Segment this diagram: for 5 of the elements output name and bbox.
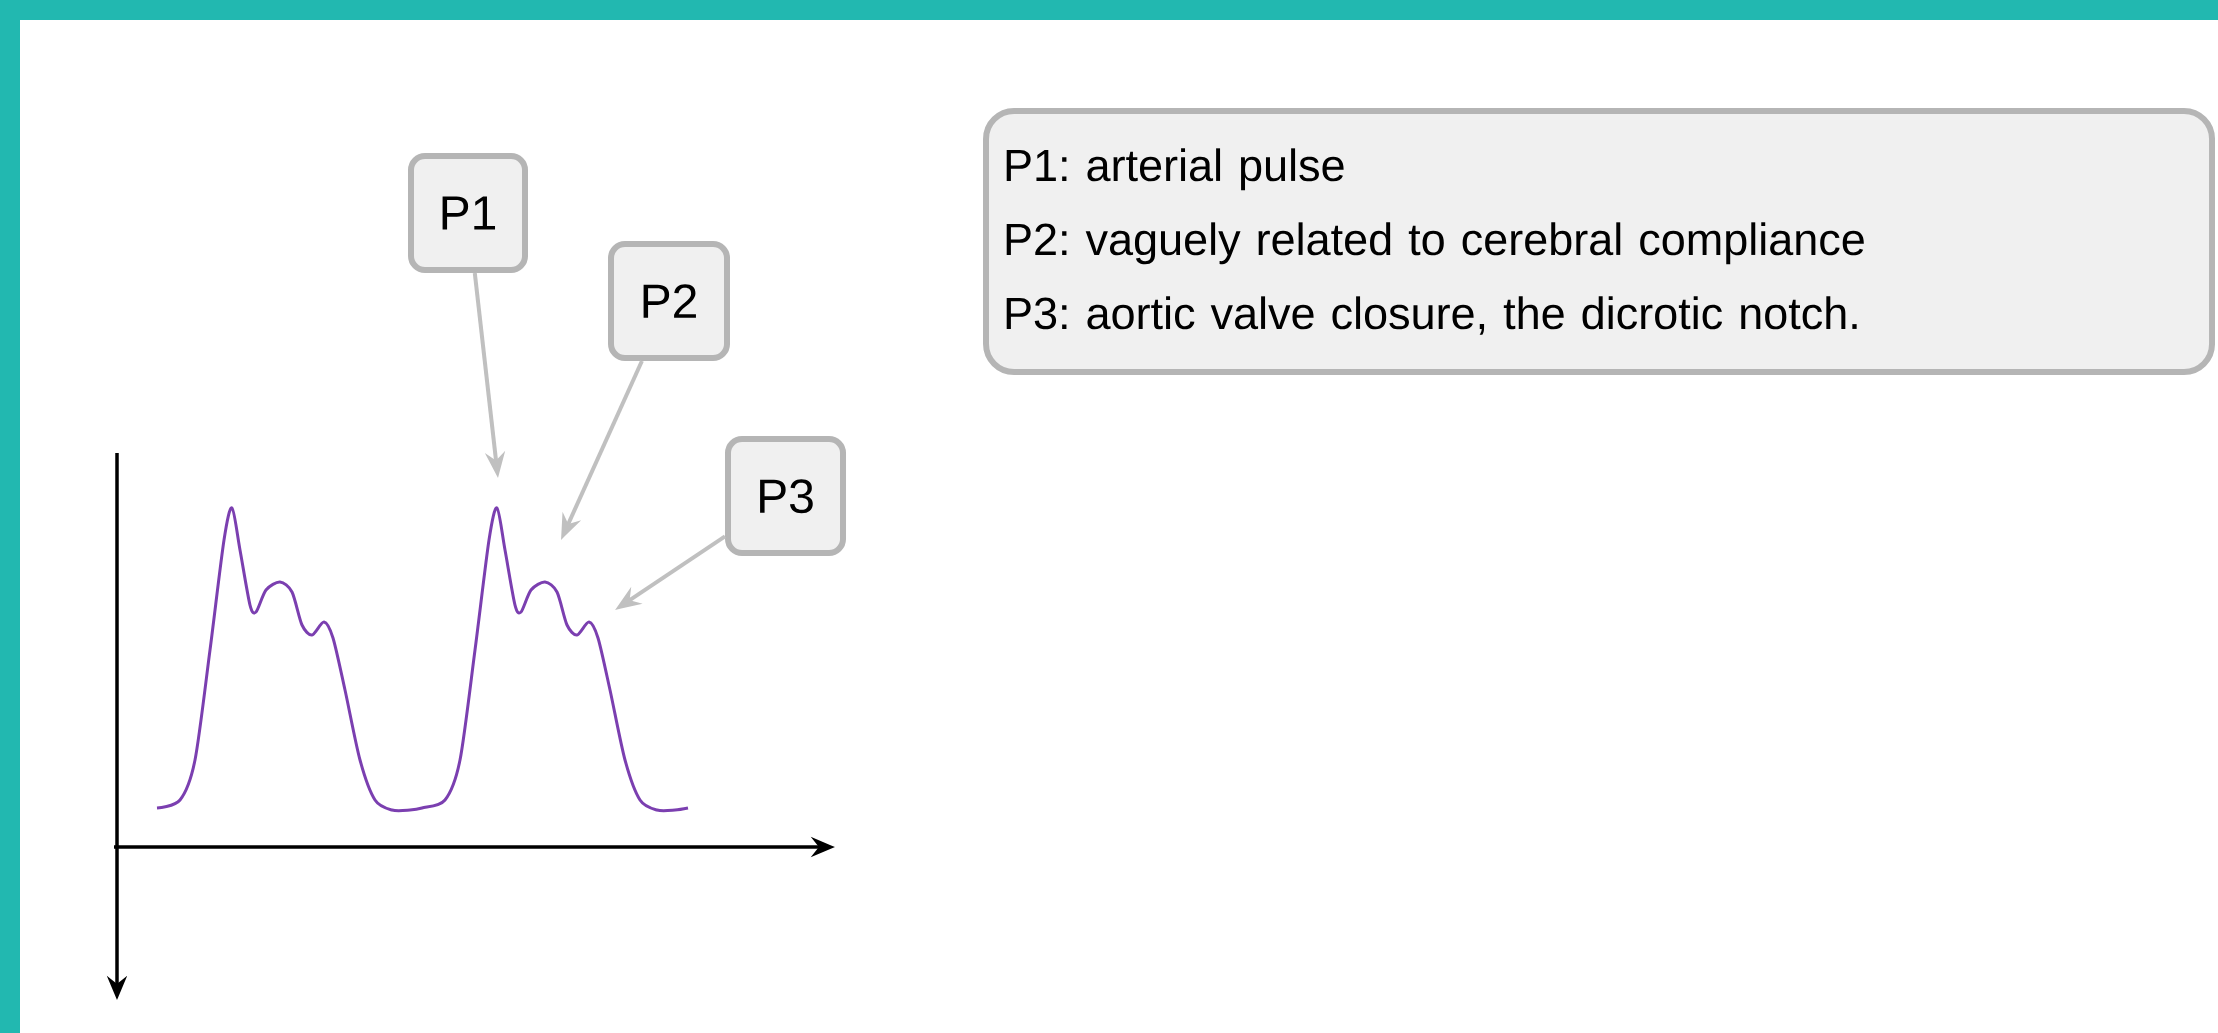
waveform-curve	[156, 506, 689, 813]
label-box: P3	[725, 436, 846, 556]
label-box: P2	[608, 241, 730, 361]
legend-box: P1: arterial pulse P2: vaguely related to cerebral compliance P3: aortic valve closure, the dicrotic notch.	[983, 108, 2216, 375]
label-box: P1	[408, 153, 528, 273]
